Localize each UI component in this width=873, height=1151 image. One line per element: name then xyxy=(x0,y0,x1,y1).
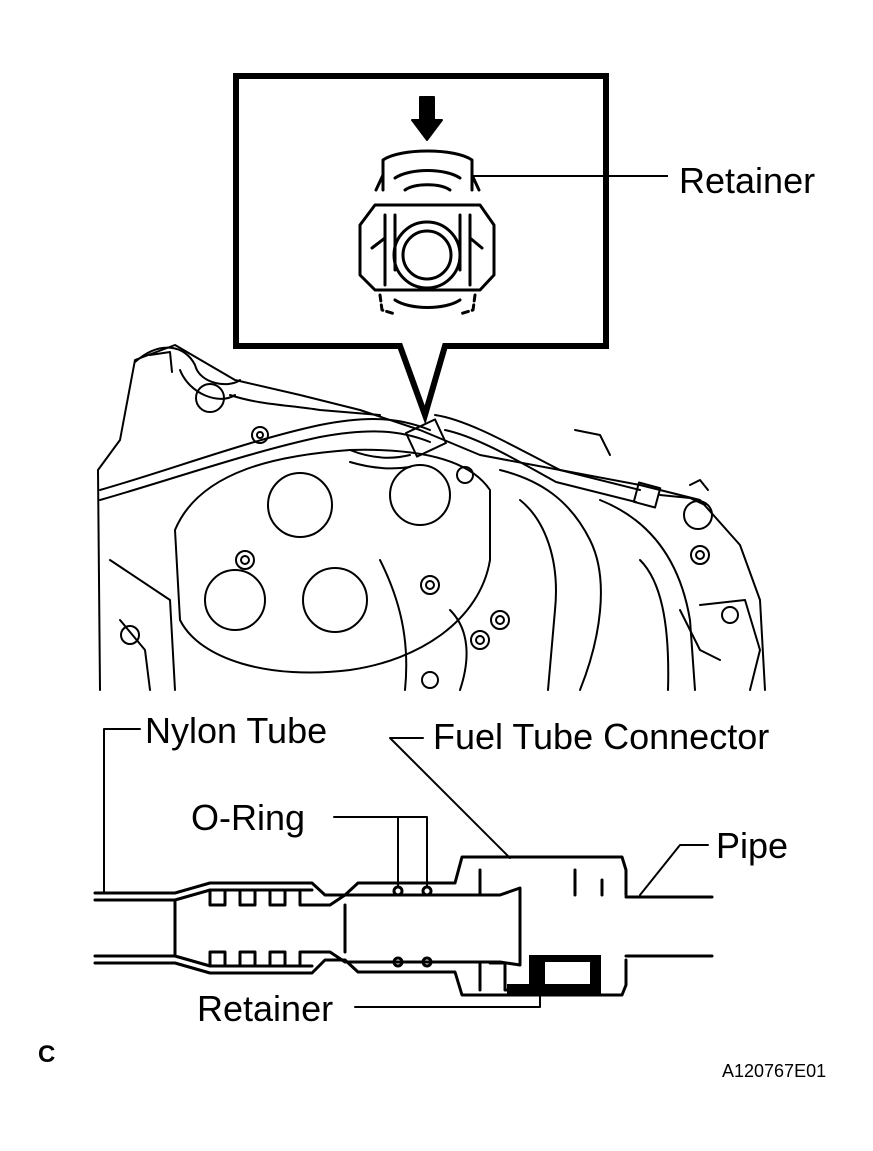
engine-illustration xyxy=(97,344,766,691)
inset-callout xyxy=(233,73,609,425)
connector-cross-section xyxy=(93,855,714,997)
corner-letter: C xyxy=(38,1041,55,1068)
push-down-arrow-icon xyxy=(411,96,443,141)
figure-code: A120767E01 xyxy=(722,1061,826,1081)
fuel-tube-connector-label: Fuel Tube Connector xyxy=(433,716,769,757)
nylon-tube-label: Nylon Tube xyxy=(145,710,327,751)
retainer-top-label: Retainer xyxy=(679,160,815,201)
section-leaders xyxy=(103,728,709,1008)
retainer-closeup xyxy=(358,96,496,316)
o-ring-label: O-Ring xyxy=(191,797,305,838)
pipe-label: Pipe xyxy=(716,825,788,866)
retainer-bottom-label: Retainer xyxy=(197,988,333,1029)
